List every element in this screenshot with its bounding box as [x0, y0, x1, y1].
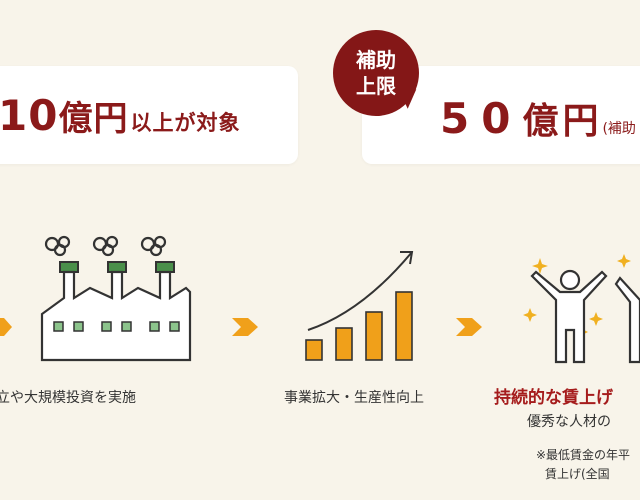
right-amount-text: 50億円(補助 [440, 95, 636, 153]
talent-label: 優秀な人材の [527, 414, 611, 430]
left-amount-suffix: 以上が対象 [130, 111, 241, 135]
left-amount-unit: 億円 [58, 99, 129, 139]
note-line1: ※最低賃金の年平 [536, 448, 631, 462]
right-amount-note: (補助 [602, 121, 636, 137]
left-amount-text: 10億円以上が対象 [0, 92, 240, 147]
arrow-right-icon [456, 318, 482, 336]
celebrating-people-icon [523, 254, 640, 364]
left-amount-card [0, 66, 298, 164]
invest-label: 立や大規模投資を実施 [0, 390, 136, 406]
note-line2: 賃上げ(全国 [545, 467, 610, 481]
arrow-right-icon [0, 318, 12, 336]
badge-line1: 補助 [356, 48, 396, 72]
growth-chart-icon [305, 251, 414, 361]
arrow-right-icon [232, 318, 258, 336]
growth-label: 事業拡大・生産性向上 [284, 390, 424, 406]
wage-label: 持続的な賃上げ [494, 388, 613, 408]
left-amount-number: 10 [0, 91, 59, 140]
right-amount-unit: 億円 [522, 101, 603, 142]
factory-icon [40, 235, 192, 362]
right-amount-number: 50 [440, 94, 523, 143]
limit-badge: 補助 上限 [333, 30, 419, 116]
badge-line2: 上限 [356, 74, 396, 98]
